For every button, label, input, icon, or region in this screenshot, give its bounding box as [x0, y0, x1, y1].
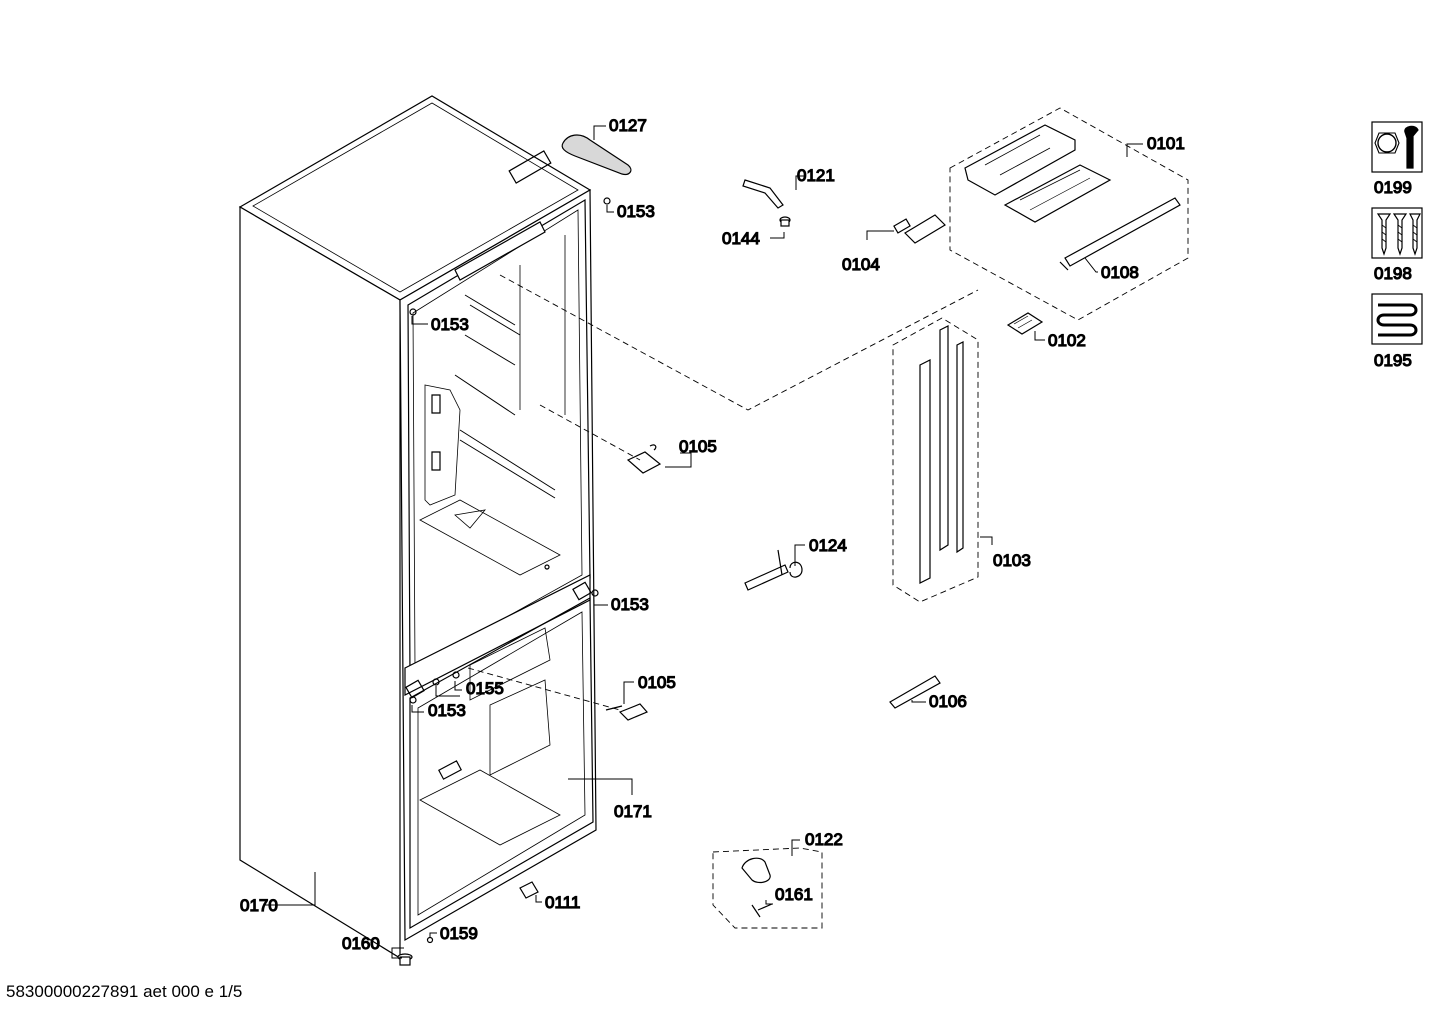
- icon-label-0199: 0199: [1374, 178, 1412, 197]
- callout-0153[interactable]: 0153: [610, 594, 649, 614]
- callout-0124[interactable]: 0124: [808, 535, 847, 555]
- bracket-part: [742, 179, 784, 209]
- document-id: 58300000227891 aet 000 e 1/5: [6, 982, 243, 1001]
- callout-0153[interactable]: 0153: [430, 314, 469, 334]
- callout-0105[interactable]: 0105: [678, 436, 717, 456]
- callout-0171[interactable]: 0171: [613, 801, 652, 821]
- callout-0103[interactable]: 0103: [992, 550, 1031, 570]
- top-cover-part: [561, 134, 632, 175]
- callout-0104[interactable]: 0104: [841, 254, 880, 274]
- callout-0102[interactable]: 0102: [1047, 330, 1086, 350]
- bracket-part: [889, 675, 941, 709]
- callout-0108[interactable]: 0108: [1100, 262, 1139, 282]
- adjustable-foot-part: [397, 953, 413, 966]
- callout-0122[interactable]: 0122: [804, 829, 843, 849]
- callout-leaders: [265, 125, 1143, 959]
- callout-0159[interactable]: 0159: [439, 923, 478, 943]
- module-part: [1006, 312, 1044, 335]
- heating-coil-icon[interactable]: [1371, 293, 1423, 345]
- bracket-part: [519, 881, 539, 899]
- switch-part: [893, 214, 946, 244]
- callout-0170[interactable]: 0170: [239, 895, 278, 915]
- door-seal-group: [892, 317, 979, 603]
- callout-0153[interactable]: 0153: [427, 700, 466, 720]
- callout-0106[interactable]: 0106: [928, 691, 967, 711]
- callout-0127[interactable]: 0127: [608, 115, 647, 135]
- callout-0155[interactable]: 0155: [465, 678, 504, 698]
- lower-hinge-group: [712, 847, 823, 929]
- callout-0111[interactable]: 0111: [544, 892, 580, 912]
- callout-0121[interactable]: 0121: [796, 165, 835, 185]
- light-part: [605, 703, 648, 721]
- callout-0105[interactable]: 0105: [637, 672, 676, 692]
- fridge-cabinet: [240, 96, 610, 958]
- cap-part: [779, 216, 791, 227]
- callout-0144[interactable]: 0144: [721, 228, 760, 248]
- control-assembly-group: [949, 107, 1189, 321]
- hinge-part: [744, 549, 803, 591]
- callout-0161[interactable]: 0161: [774, 884, 813, 904]
- icon-label-0198: 0198: [1374, 264, 1412, 283]
- screw-part: [426, 936, 434, 944]
- projection-lines: [467, 274, 979, 711]
- nut-wrench-icon[interactable]: [1371, 121, 1423, 173]
- callout-0160[interactable]: 0160: [341, 933, 380, 953]
- screws-icon[interactable]: [1371, 207, 1423, 259]
- light-part: [626, 444, 662, 474]
- callout-0153[interactable]: 0153: [616, 201, 655, 221]
- callout-0101[interactable]: 0101: [1146, 133, 1185, 153]
- icon-label-0195: 0195: [1374, 351, 1412, 370]
